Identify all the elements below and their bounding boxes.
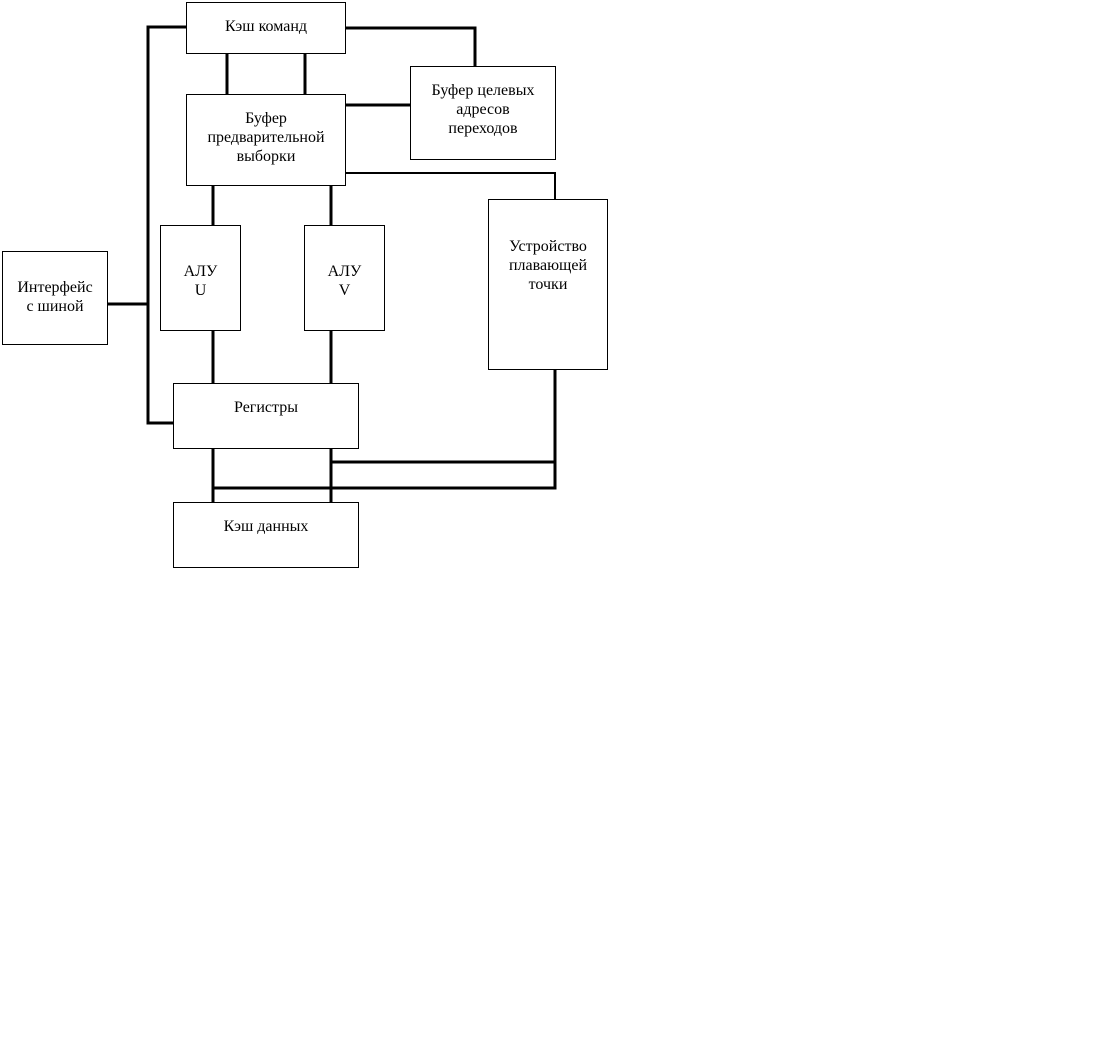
bus-interface-block: Интерфейс с шиной bbox=[2, 251, 108, 345]
prefetch-buffer-block: Буфер предварительной выборки bbox=[186, 94, 346, 186]
branch-target-buffer-label: Буфер целевых адресов переходов bbox=[431, 82, 535, 137]
branch-target-buffer-block: Буфер целевых адресов переходов bbox=[410, 66, 556, 160]
data-cache-block: Кэш данных bbox=[173, 502, 359, 568]
data-cache-label: Кэш данных bbox=[223, 518, 309, 535]
prefetch-buffer-label: Буфер предварительной выборки bbox=[207, 110, 325, 165]
bus-interface-label: Интерфейс с шиной bbox=[17, 279, 93, 315]
alu-u-label: АЛУ U bbox=[183, 263, 218, 299]
instruction-cache-block: Кэш команд bbox=[186, 2, 346, 54]
registers-block: Регистры bbox=[173, 383, 359, 449]
instruction-cache-label: Кэш команд bbox=[224, 18, 308, 35]
alu-v-block: АЛУ V bbox=[304, 225, 385, 331]
alu-u-block: АЛУ U bbox=[160, 225, 241, 331]
fpu-label: Устройство плавающей точки bbox=[508, 238, 588, 293]
fpu-block: Устройство плавающей точки bbox=[488, 199, 608, 370]
alu-v-label: АЛУ V bbox=[327, 263, 362, 299]
registers-label: Регистры bbox=[234, 399, 298, 416]
